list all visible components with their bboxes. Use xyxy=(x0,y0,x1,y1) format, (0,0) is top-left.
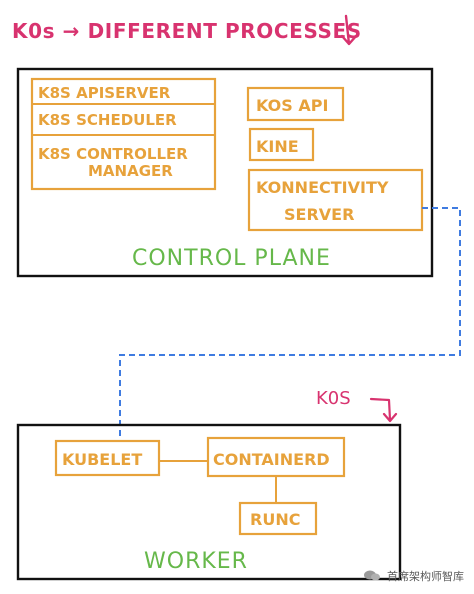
kine-label: KINE xyxy=(256,137,299,156)
worker-label: WORKER xyxy=(144,549,248,574)
kubelet-label: KUBELET xyxy=(62,450,142,469)
worker-box xyxy=(16,423,402,581)
k8s-manager-label: MANAGER xyxy=(88,162,173,180)
worker-tag-arrow-icon xyxy=(369,397,398,423)
watermark-text: 首席架构师智库 xyxy=(387,570,464,583)
control-plane-box xyxy=(16,67,434,278)
k8s-apiserver-label: K8S APISERVER xyxy=(38,84,171,102)
k8s-controller-label: K8S CONTROLLER xyxy=(38,145,188,163)
control-plane-label: CONTROL PLANE xyxy=(132,246,331,271)
runc-label: RUNC xyxy=(250,510,300,529)
konnectivity-server-box xyxy=(247,168,424,232)
kos-api-box xyxy=(246,86,345,122)
watermark: 首席架构师智库 xyxy=(363,568,464,584)
header-arrow-icon xyxy=(340,14,359,46)
server-label: SERVER xyxy=(284,205,354,224)
wechat-icon xyxy=(363,569,381,583)
runc-box xyxy=(238,501,318,536)
konnectivity-connector xyxy=(119,207,461,441)
konnectivity-label: KONNECTIVITY xyxy=(256,178,389,197)
kubelet-box xyxy=(54,439,161,477)
header-label: K0s → DIFFERENT PROCESSES xyxy=(12,19,362,43)
worker-tag-label: K0S xyxy=(316,388,351,409)
containerd-label: CONTAINERD xyxy=(213,450,330,469)
kine-box xyxy=(248,127,315,162)
k8s-scheduler-label: K8S SCHEDULER xyxy=(38,111,177,129)
kos-api-label: KOS API xyxy=(256,96,328,115)
